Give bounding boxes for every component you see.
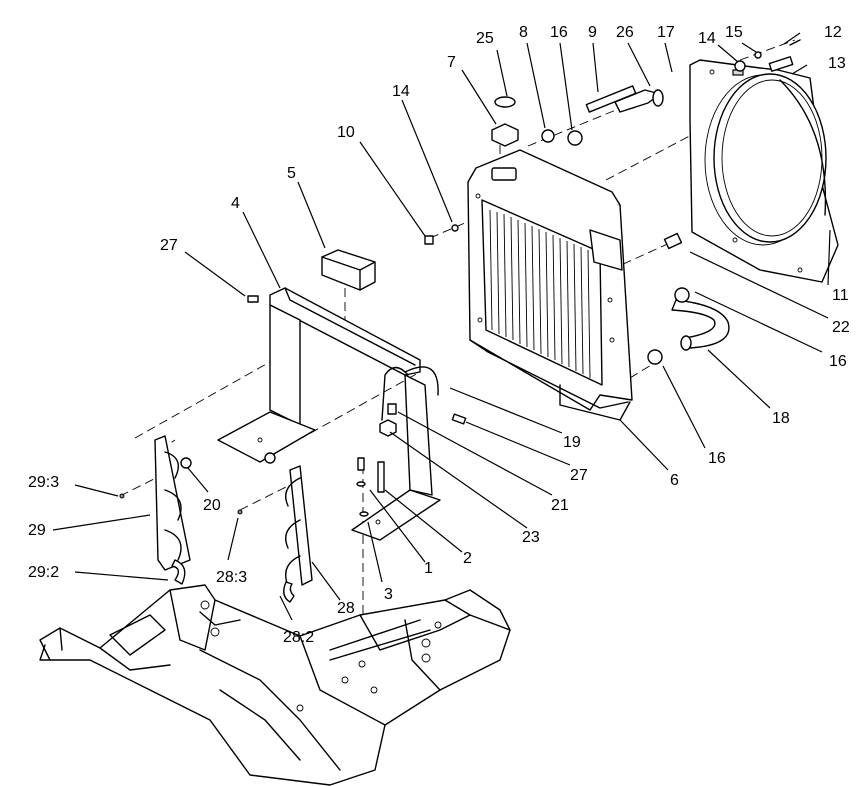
callout-27: 27: [160, 237, 178, 254]
callout-27: 27: [570, 467, 588, 484]
callout-28: 28: [337, 600, 355, 617]
radiator: [467, 149, 633, 421]
callout-labels: 25 8 16 9 26 17 14 15 12 13 7 14 10 5 4 …: [28, 24, 850, 646]
radiator-fins: [489, 209, 591, 379]
callout-1: 1: [424, 560, 433, 577]
callout-13: 13: [828, 55, 846, 72]
callout-21: 21: [551, 497, 569, 514]
callout-7: 7: [447, 54, 456, 71]
callout-16: 16: [550, 24, 568, 41]
leader-lines: [52, 32, 831, 621]
callout-29-3: 29:3: [28, 474, 59, 491]
callout-9: 9: [588, 24, 597, 41]
fan-shroud: [689, 59, 839, 283]
callout-12: 12: [824, 24, 842, 41]
callout-25: 25: [476, 30, 494, 47]
callout-16: 16: [708, 450, 726, 467]
callout-8: 8: [519, 24, 528, 41]
hoses: [381, 85, 730, 421]
callout-14: 14: [698, 30, 716, 47]
left-mount-bracket: [154, 435, 191, 585]
callout-29-2: 29:2: [28, 564, 59, 581]
callout-3: 3: [384, 586, 393, 603]
callout-20: 20: [203, 497, 221, 514]
foam-block: [321, 249, 376, 291]
callout-10: 10: [337, 124, 355, 141]
callout-19: 19: [563, 434, 581, 451]
callout-11: 11: [832, 287, 849, 304]
callout-5: 5: [287, 165, 296, 182]
callout-17: 17: [657, 24, 675, 41]
callout-22: 22: [832, 319, 850, 336]
callout-23: 23: [522, 529, 540, 546]
callout-4: 4: [231, 195, 240, 212]
callout-14: 14: [392, 83, 410, 100]
chassis-frame: [39, 584, 511, 786]
callout-16: 16: [829, 353, 847, 370]
top-support-bracket: [217, 287, 441, 541]
hardware: [119, 39, 801, 517]
callout-2: 2: [463, 550, 472, 567]
callout-18: 18: [772, 410, 790, 427]
callout-26: 26: [616, 24, 634, 41]
callout-28-3: 28:3: [216, 569, 247, 586]
callout-15: 15: [725, 24, 743, 41]
callout-29: 29: [28, 522, 46, 539]
callout-6: 6: [670, 472, 679, 489]
right-mount-bracket: [283, 465, 313, 603]
callout-28-2: 28:2: [283, 629, 314, 646]
